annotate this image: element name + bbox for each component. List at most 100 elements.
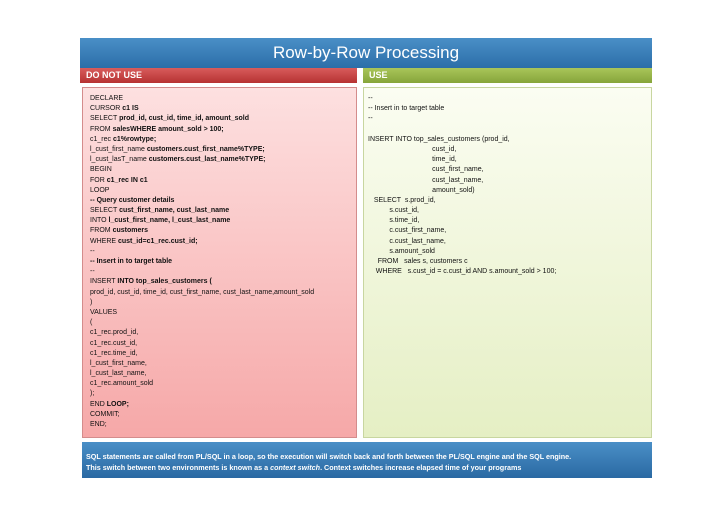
- code-segment: INTO: [90, 217, 109, 225]
- code-line: c1_rec.time_id,: [90, 349, 352, 359]
- code-segment: END;: [90, 421, 107, 428]
- code-segment: c1_rec.time_id,: [90, 349, 138, 357]
- code-segment: END: [90, 400, 107, 408]
- code-segment: c1 IS: [122, 105, 139, 113]
- footer-line-2-start: This switch between two environments is …: [86, 463, 271, 472]
- code-line: c.cust_last_name,: [368, 237, 446, 245]
- use-header: USE: [363, 68, 652, 83]
- code-line: l_cust_first_name customers.cust_first_n…: [90, 145, 352, 155]
- footer-line-1: SQL statements are called from PL/SQL in…: [86, 452, 572, 461]
- code-line: c1_rec.cust_id,: [90, 339, 352, 349]
- code-line: END;: [90, 420, 352, 430]
- code-line: amount_sold): [368, 186, 475, 194]
- code-line: VALUES: [90, 308, 352, 318]
- code-segment: customers.cust_first_name%TYPE;: [146, 145, 265, 153]
- code-line: BEGIN: [90, 165, 352, 175]
- code-segment: cust_id=c1_rec.cust_id;: [118, 237, 198, 245]
- code-line: s.amount_sold: [368, 247, 435, 255]
- code-line: INSERT INTO top_sales_customers (: [90, 277, 352, 287]
- code-segment: prod_id, cust_id, time_id, cust_first_na…: [90, 288, 315, 296]
- code-segment: customers: [112, 227, 148, 235]
- code-segment: WHERE: [90, 237, 118, 245]
- code-line: c.cust_first_name,: [368, 227, 447, 235]
- code-segment: COMMIT;: [90, 410, 120, 418]
- code-line: --: [368, 95, 373, 102]
- code-line: cust_last_name,: [368, 176, 484, 184]
- code-line: );: [90, 389, 352, 399]
- code-line: --: [368, 115, 373, 123]
- code-line: COMMIT;: [90, 410, 352, 420]
- code-segment: ): [90, 298, 93, 306]
- code-segment: l_cust_last_name,: [90, 370, 147, 378]
- code-line: FROM customers: [90, 226, 352, 236]
- code-line: l_cust_last_name,: [90, 369, 352, 379]
- code-line: INSERT INTO top_sales_customers (prod_id…: [368, 135, 510, 143]
- code-segment: FROM: [90, 125, 113, 133]
- code-segment: c1_rec.cust_id,: [90, 339, 138, 347]
- code-line: FOR c1_rec IN c1: [90, 176, 352, 186]
- code-line: LOOP: [90, 186, 352, 196]
- code-line: -- Insert in to target table: [368, 105, 445, 113]
- use-code-panel: -- -- Insert in to target table -- INSERT I…: [363, 87, 652, 438]
- code-segment: INTO top_sales_customers (: [117, 278, 212, 286]
- code-line: s.cust_id,: [368, 207, 419, 215]
- code-line: WHERE cust_id=c1_rec.cust_id;: [90, 237, 352, 247]
- code-line: SELECT prod_id, cust_id, time_id, amount…: [90, 114, 352, 124]
- code-segment: c1_rec.amount_sold: [90, 380, 154, 388]
- code-line: time_id,: [368, 156, 457, 164]
- code-segment: c1%rowtype;: [112, 135, 157, 143]
- code-line: l_cust_first_name,: [90, 359, 352, 369]
- code-line: END LOOP;: [90, 400, 352, 410]
- code-line: l_cust_lasT_name customers.cust_last_nam…: [90, 155, 352, 165]
- code-segment: l_cust_first_name, l_cust_last_name: [108, 217, 231, 225]
- code-line: -- Query customer details: [90, 196, 352, 206]
- code-line: (: [90, 318, 352, 328]
- footer-line-2-emphasis: context switch: [270, 463, 321, 472]
- code-segment: cust_first_name, cust_last_name: [119, 207, 230, 215]
- slide: Row-by-Row Processing DO NOT USE USE DEC…: [80, 38, 652, 478]
- code-segment: prod_id, cust_id, time_id, amount_sold: [119, 115, 249, 123]
- code-line: SELECT s.prod_id,: [368, 196, 436, 204]
- code-segment: LOOP;: [106, 400, 129, 408]
- code-segment: DECLARE: [90, 95, 124, 102]
- code-segment: VALUES: [90, 308, 118, 316]
- code-line: --: [90, 247, 352, 257]
- code-segment: -- Query customer details: [90, 196, 175, 204]
- code-segment: --: [90, 247, 95, 255]
- code-line: FROM sales s, customers c: [368, 258, 468, 265]
- code-line: DECLARE: [90, 94, 352, 104]
- code-segment: customers.cust_last_name%TYPE;: [148, 156, 266, 164]
- code-line: --: [90, 267, 352, 277]
- code-segment: SELECT: [90, 115, 120, 123]
- code-segment: -- Insert in to target table: [90, 258, 173, 265]
- code-segment: LOOP: [90, 186, 110, 194]
- code-line: cust_first_name,: [368, 166, 484, 174]
- do-not-use-header: DO NOT USE: [80, 68, 357, 83]
- code-segment: l_cust_first_name,: [90, 359, 147, 367]
- code-line: c1_rec.prod_id,: [90, 328, 352, 338]
- code-segment: salesWHERE amount_sold > 100;: [112, 125, 224, 133]
- code-segment: SELECT: [90, 207, 120, 215]
- code-segment: --: [90, 268, 95, 276]
- code-segment: BEGIN: [90, 166, 112, 174]
- code-line: [368, 125, 647, 135]
- footer-line-2-end: . Context switches increase elapsed time…: [320, 463, 522, 472]
- slide-title: Row-by-Row Processing: [80, 38, 652, 68]
- footer-note: SQL statements are called from PL/SQL in…: [82, 442, 652, 478]
- code-line: CURSOR c1 IS: [90, 104, 352, 114]
- code-segment: l_cust_first_name: [90, 145, 147, 153]
- code-segment: CURSOR: [90, 105, 123, 113]
- code-segment: );: [90, 390, 95, 398]
- footer-line-2: This switch between two environments is …: [86, 462, 652, 473]
- code-segment: c1_rec: [90, 135, 113, 143]
- code-segment: FOR: [90, 176, 107, 184]
- code-line: ): [90, 298, 352, 308]
- code-segment: l_cust_lasT_name: [90, 156, 149, 164]
- code-segment: (: [90, 319, 93, 327]
- code-segment: FROM: [90, 227, 113, 235]
- code-line: -- Insert in to target table: [90, 257, 352, 267]
- code-line: FROM salesWHERE amount_sold > 100;: [90, 125, 352, 135]
- code-line: c1_rec c1%rowtype;: [90, 135, 352, 145]
- code-line: INTO l_cust_first_name, l_cust_last_name: [90, 216, 352, 226]
